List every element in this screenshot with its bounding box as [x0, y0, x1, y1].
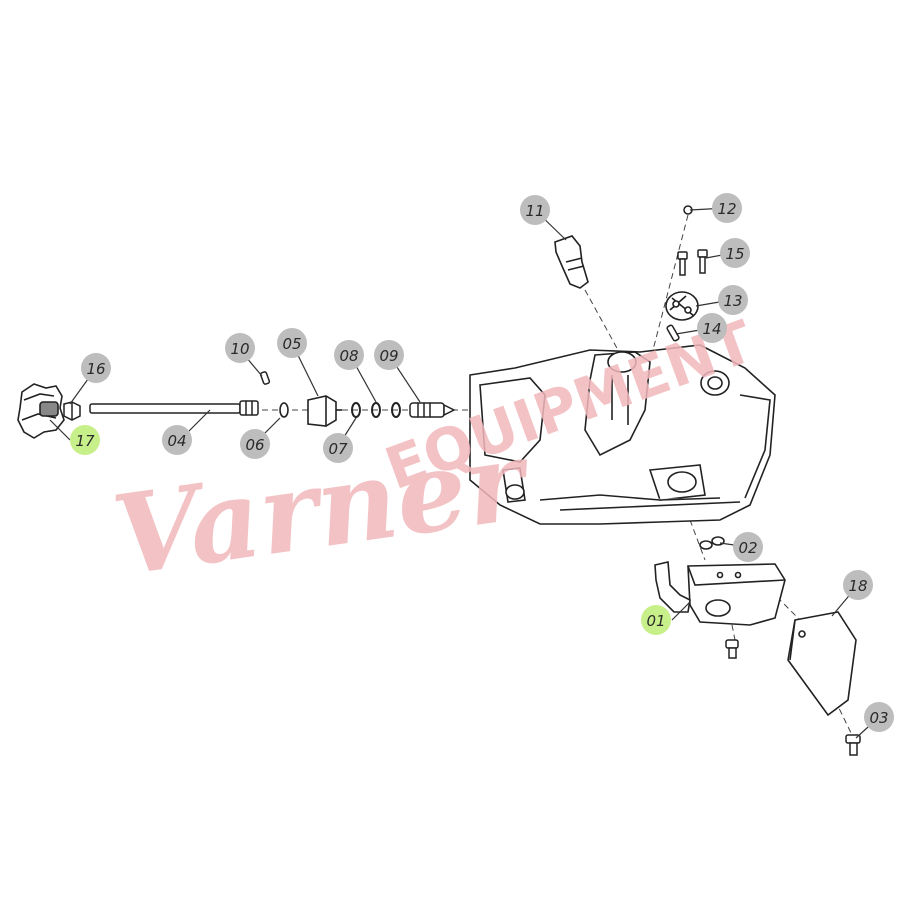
- callout-10-label: 10: [230, 340, 249, 358]
- callout-10[interactable]: 10: [225, 333, 255, 363]
- callout-11[interactable]: 11: [520, 195, 550, 225]
- callout-14-label: 14: [702, 320, 721, 338]
- part-09-spool: [409, 402, 456, 418]
- part-16-nut: [63, 401, 81, 421]
- callout-18-label: 18: [848, 577, 867, 595]
- callout-01[interactable]: 01: [641, 605, 671, 635]
- callout-02-label: 02: [738, 539, 757, 557]
- part-18-cover: [787, 611, 857, 717]
- part-17-knob: [17, 383, 65, 439]
- callout-03-label: 03: [869, 709, 888, 727]
- callout-13-label: 13: [723, 292, 742, 310]
- callout-12-label: 12: [717, 200, 736, 218]
- part-07-08-orings: [351, 402, 401, 418]
- callout-01-label: 01: [646, 612, 665, 630]
- callout-05-label: 05: [282, 335, 301, 353]
- callout-04[interactable]: 04: [162, 425, 192, 455]
- callout-07-label: 07: [328, 440, 348, 458]
- callout-05[interactable]: 05: [277, 328, 307, 358]
- callout-06-label: 06: [245, 436, 264, 454]
- callout-06[interactable]: 06: [240, 429, 270, 459]
- part-05-bushing: [307, 395, 342, 427]
- callout-03[interactable]: 03: [864, 702, 894, 732]
- callout-17-label: 17: [75, 432, 95, 450]
- part-02-orings: [699, 536, 725, 550]
- callout-13[interactable]: 13: [718, 285, 748, 315]
- callout-15[interactable]: 15: [720, 238, 750, 268]
- callout-14[interactable]: 14: [697, 313, 727, 343]
- callout-17[interactable]: 17: [70, 425, 100, 455]
- callout-18[interactable]: 18: [843, 570, 873, 600]
- part-03-screw: [845, 734, 861, 756]
- part-04-shaft: [89, 400, 259, 416]
- callout-11-label: 11: [525, 202, 544, 220]
- part-valve-body: [469, 344, 776, 525]
- callout-04-label: 04: [167, 432, 186, 450]
- callout-09-label: 09: [379, 347, 398, 365]
- callout-02[interactable]: 02: [733, 532, 763, 562]
- callout-09[interactable]: 09: [374, 340, 404, 370]
- callout-16[interactable]: 16: [81, 353, 111, 383]
- callout-08-label: 08: [339, 347, 358, 365]
- callouts: 16 17 04 10 06 05 07 08: [70, 193, 894, 732]
- part-01-bolt: [725, 639, 739, 659]
- part-01-cover-block: [654, 561, 786, 626]
- part-10-pin: [259, 371, 271, 385]
- part-15-bolts: [677, 249, 708, 276]
- part-06-washer: [279, 402, 289, 418]
- part-11-plug: [554, 235, 589, 289]
- part-14-pin: [666, 324, 680, 342]
- part-13-gasket: [665, 291, 699, 321]
- callout-15-label: 15: [725, 245, 744, 263]
- callout-16-label: 16: [86, 360, 105, 378]
- callout-07[interactable]: 07: [323, 433, 353, 463]
- callout-08[interactable]: 08: [334, 340, 364, 370]
- callout-12[interactable]: 12: [712, 193, 742, 223]
